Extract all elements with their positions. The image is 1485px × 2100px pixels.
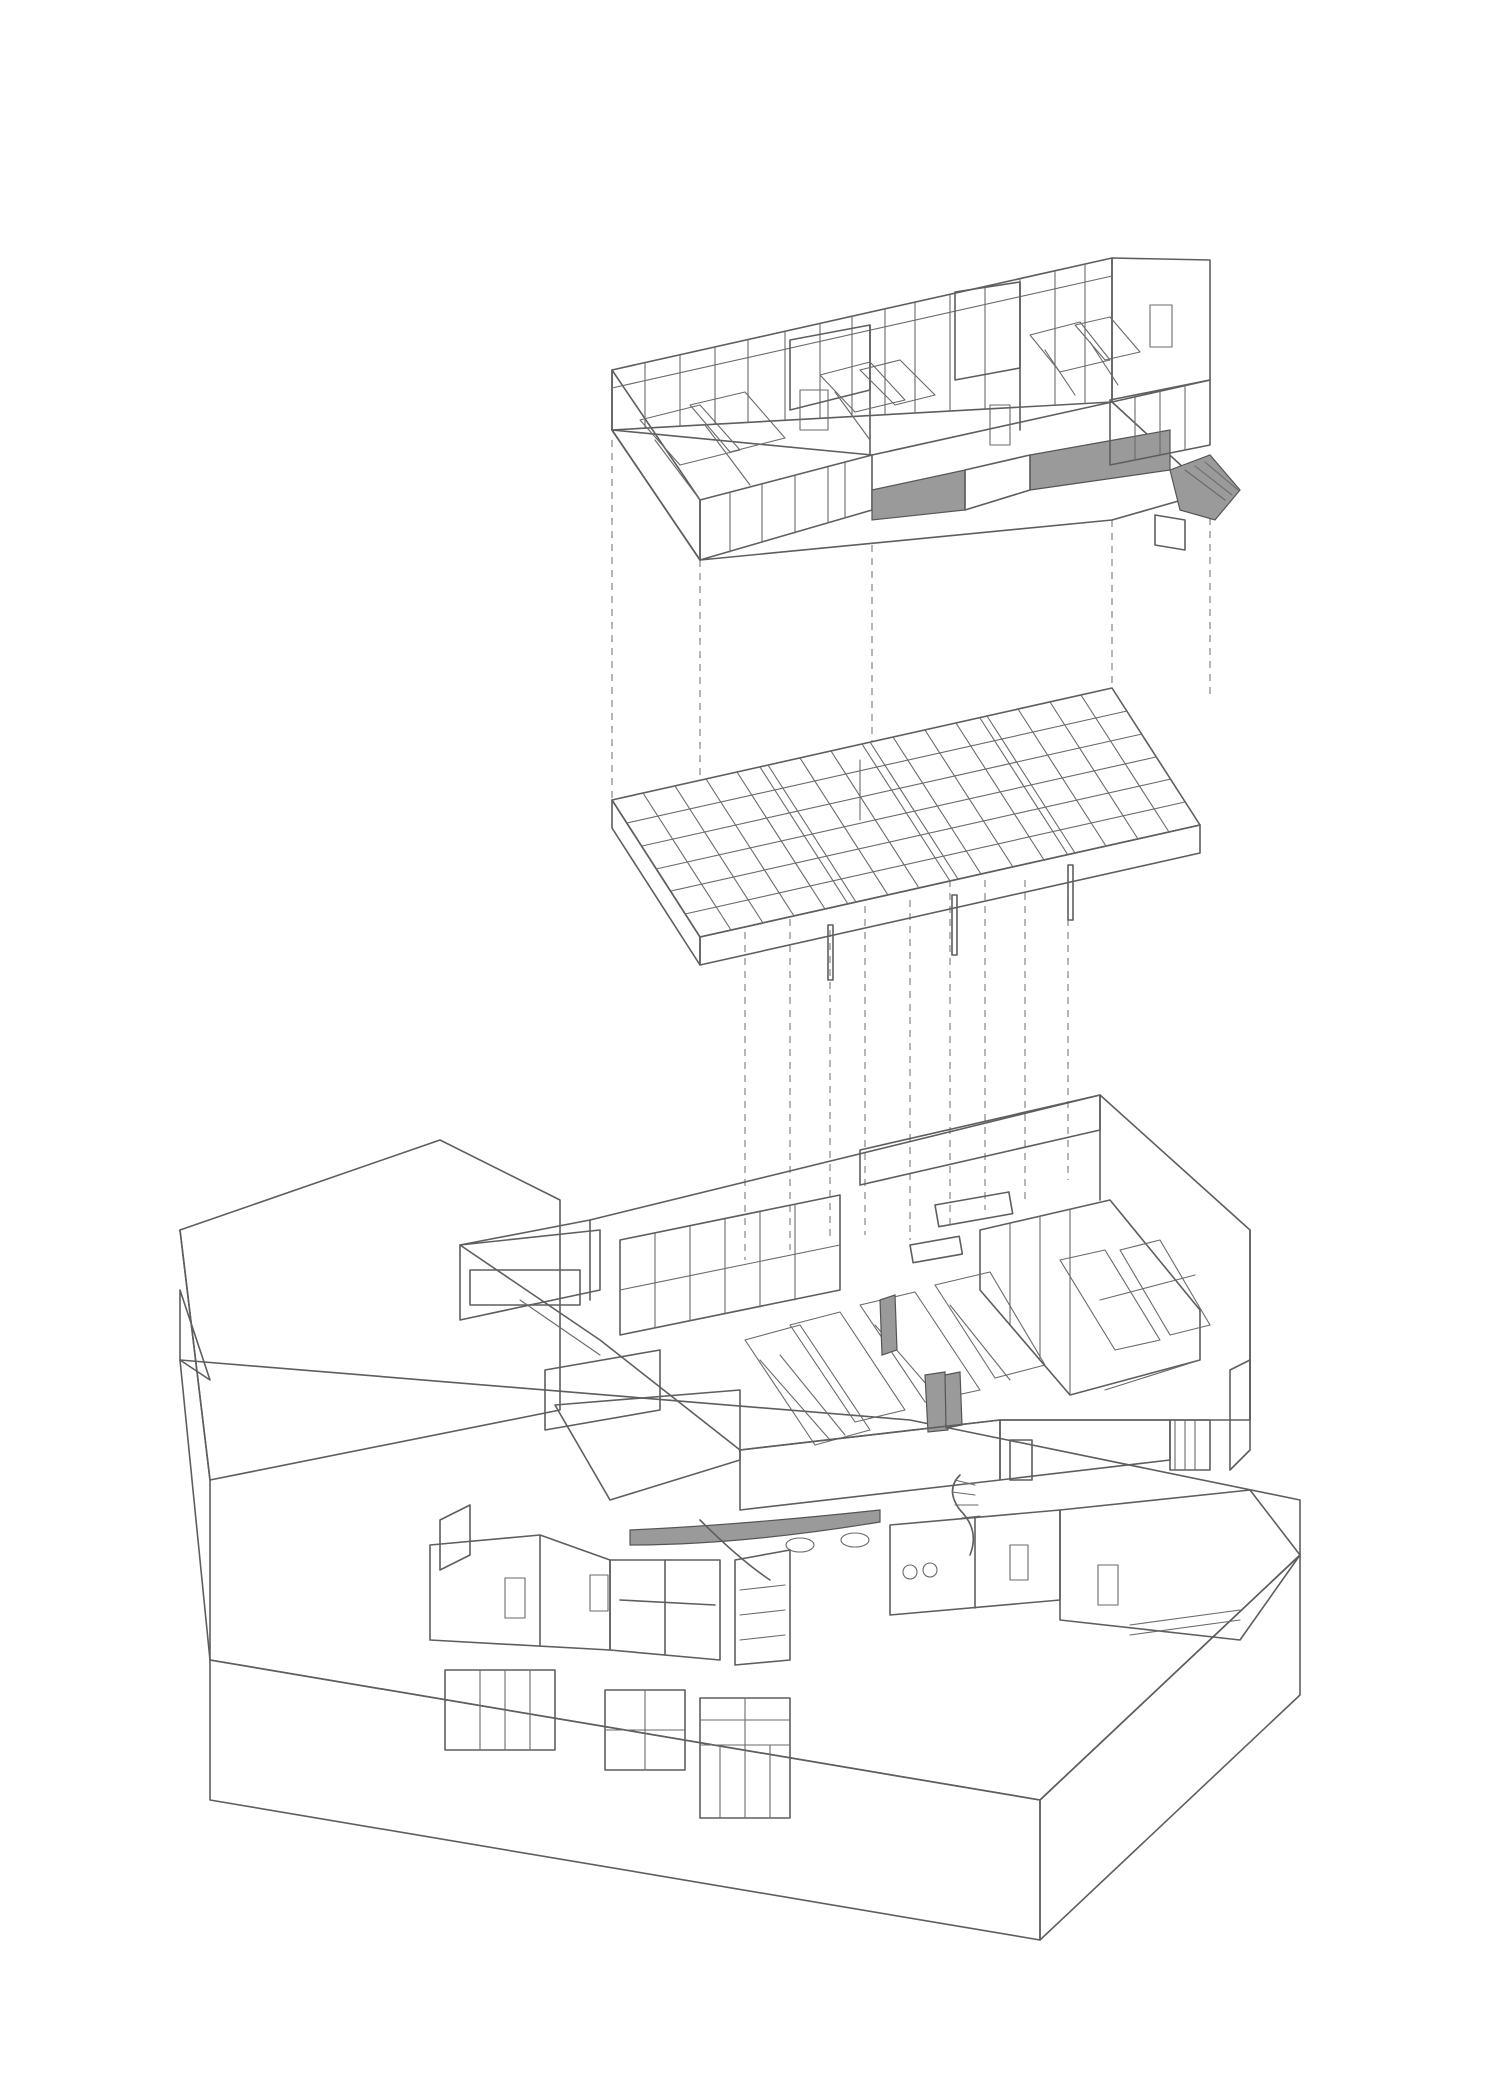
left-block-details [439,1269,601,1571]
building-left-corner [179,1289,211,1381]
roof-support-posts [827,864,1074,981]
left-stepped-block [459,1229,601,1321]
front-facade-windows [444,1669,791,1819]
left-lower-step [544,1349,661,1431]
roof-grid-beams [759,717,1069,905]
mezzanine-balustrade-gap [964,454,1031,511]
ground-spiral-stair [951,1474,981,1556]
ground-right-glazed-room [909,1191,1201,1396]
upper-mezzanine-level [611,257,1241,561]
mezzanine-desks [639,316,1141,501]
mezzanine-front-mullions [729,461,846,553]
mezzanine-right-end-wall [1111,257,1211,403]
roof-grid-structure [611,687,1201,981]
roof-grid-lines-b [642,694,1170,931]
central-back-parapet [859,1094,1101,1186]
ramp-volume [554,1389,741,1501]
ground-curved-feature [629,1509,881,1581]
mezzanine-stair [1154,454,1241,551]
roof-grid-edge-front [699,824,1201,966]
mezzanine-right-room-front [1109,379,1211,466]
mezzanine-back-mullions [611,263,1113,429]
building-right-wall [1039,1554,1301,1941]
ground-lower-rooms [429,1489,1301,1666]
ground-back-glazing [619,1194,841,1336]
ground-shaded-curtains [879,1294,963,1433]
mezzanine-partitions [789,281,1173,456]
ground-desk-rows [744,1239,1211,1446]
central-volume [459,1094,1251,1451]
building-front-wall [209,1659,1041,1941]
ground-mid-walls [739,1359,1251,1511]
ground-floor-level [179,1094,1301,1941]
